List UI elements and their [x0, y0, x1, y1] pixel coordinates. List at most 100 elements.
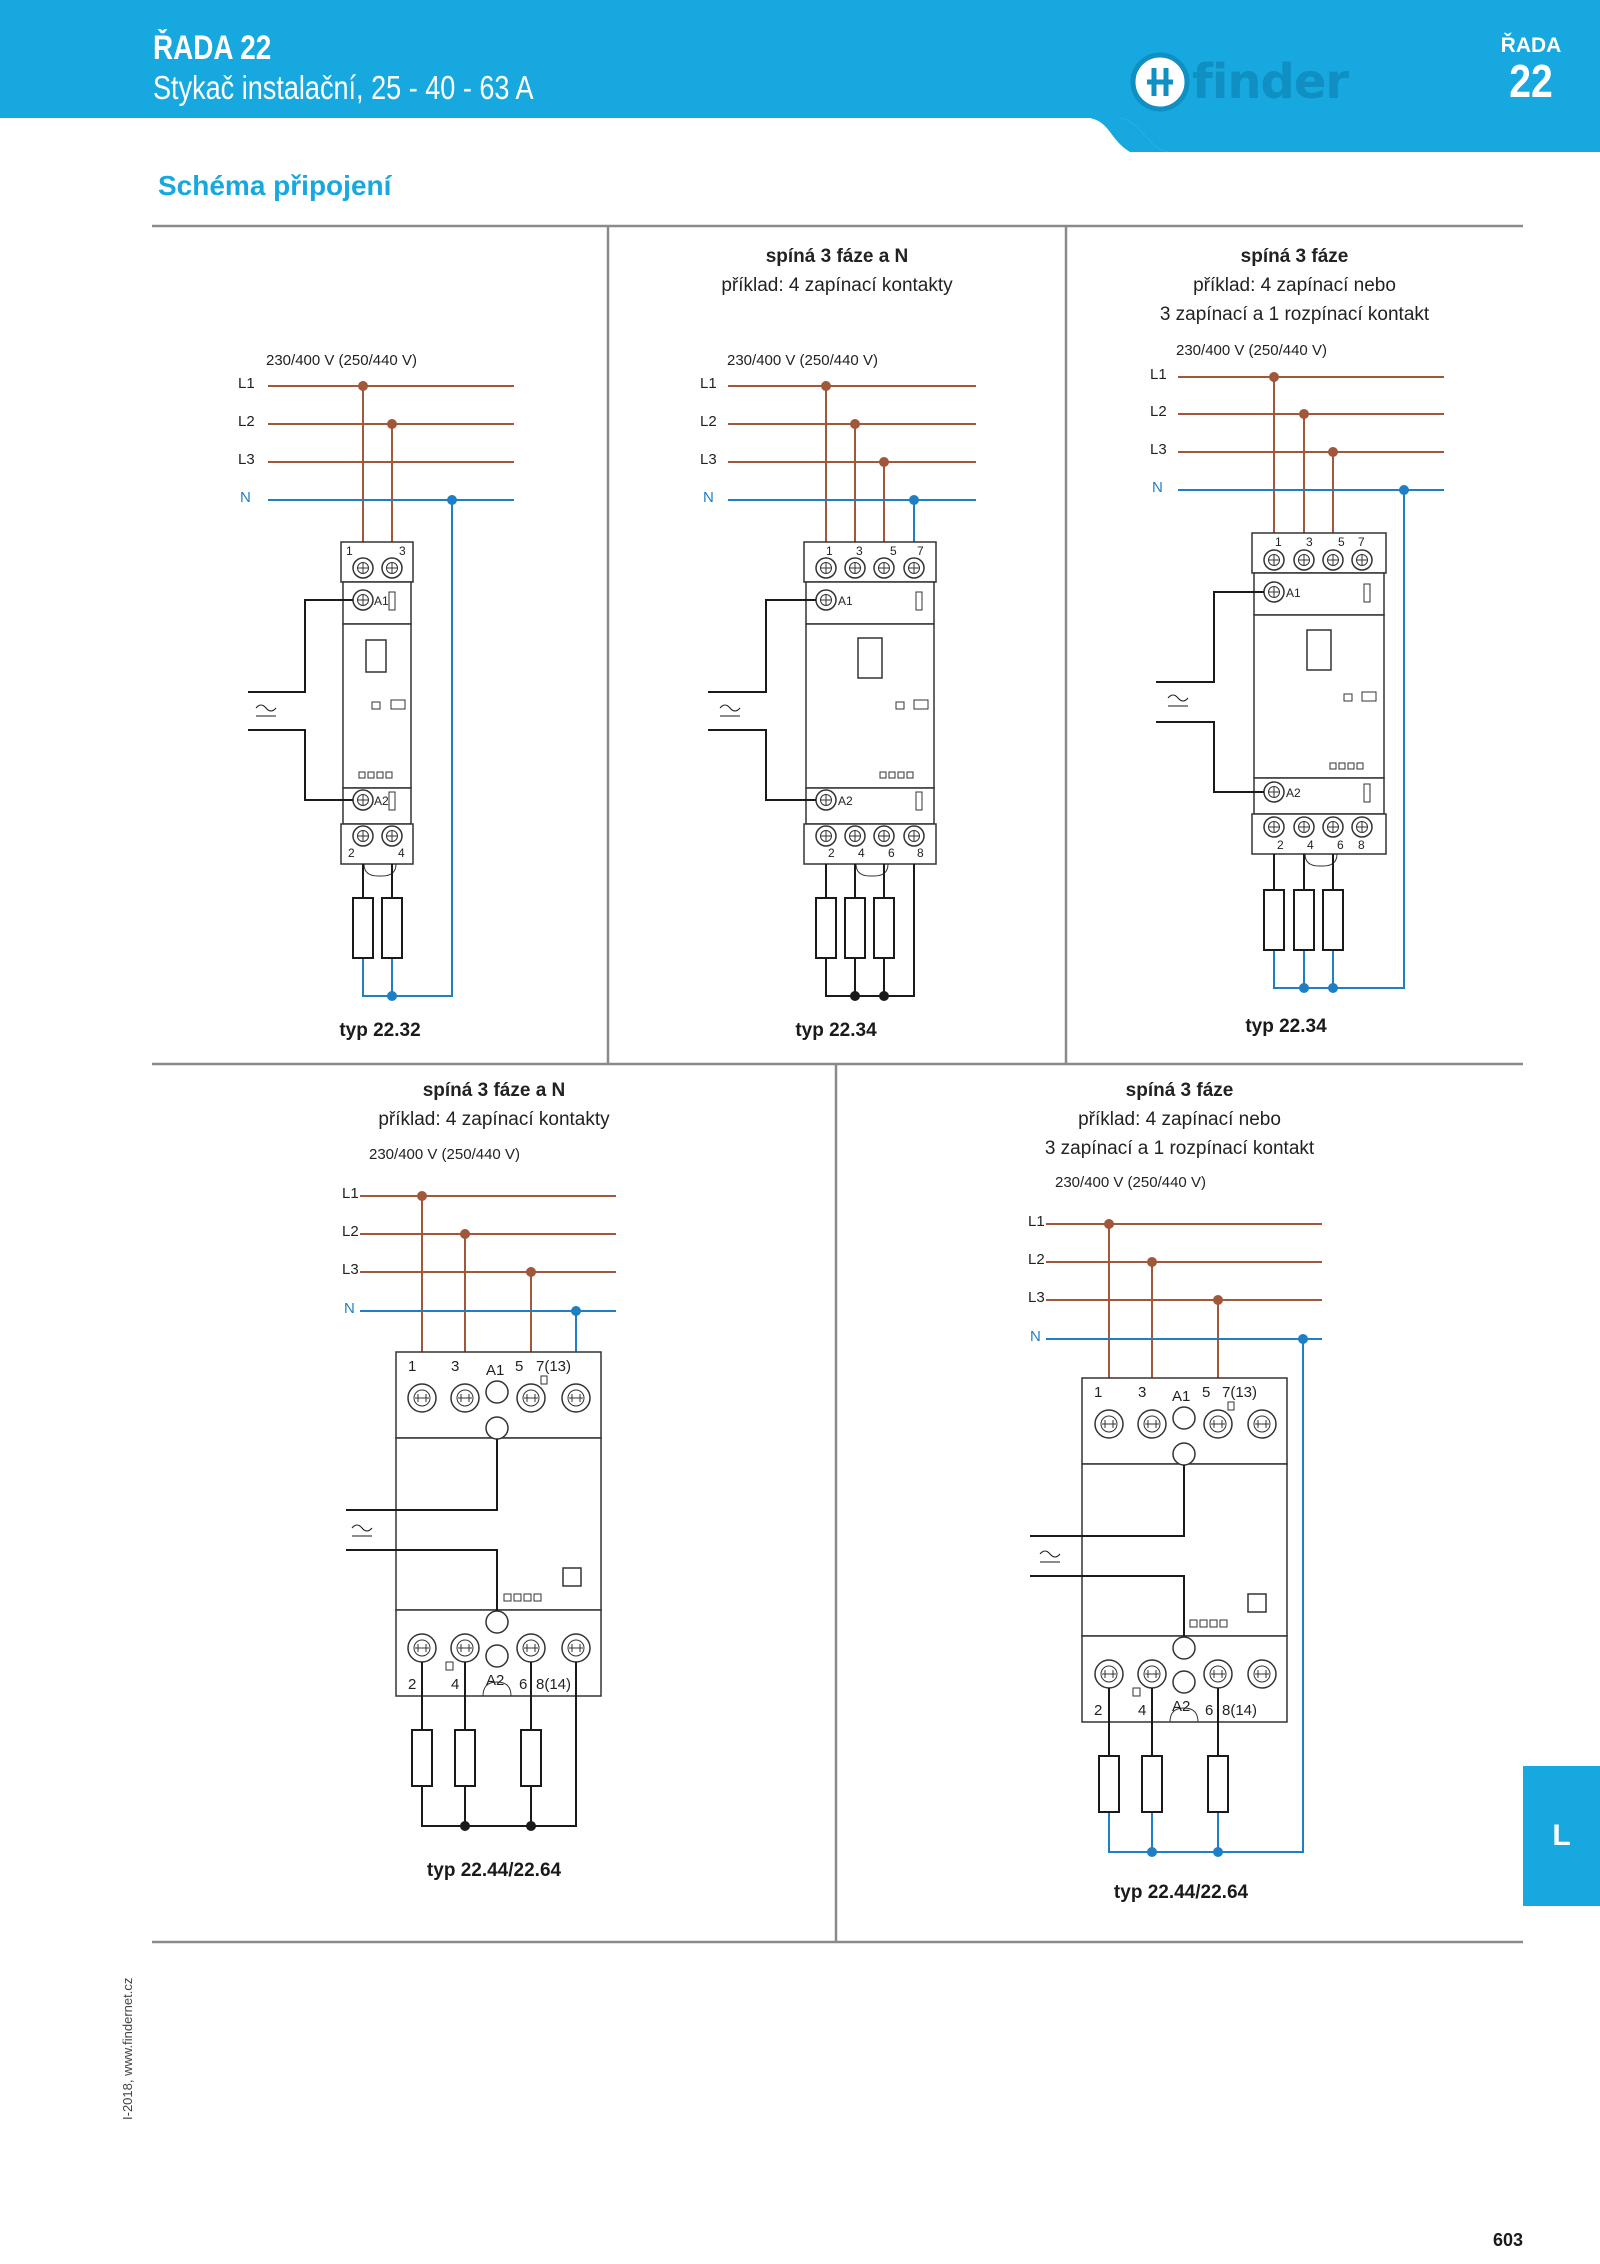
d4-caption-bold: spíná 3 fáze a N	[422, 1080, 566, 1101]
d5-term-8-14: 8(14)	[1222, 1702, 1258, 1719]
d5-label-l3: L3	[1028, 1289, 1045, 1306]
d2-term-2: 2	[828, 846, 835, 860]
series-badge-label: ŘADA	[1500, 34, 1562, 57]
d3-type: typ 22.34	[1245, 1016, 1327, 1037]
d3-label-n: N	[1152, 479, 1163, 496]
footer-source: I-2018, www.findernet.cz	[120, 1977, 135, 2120]
diagram-22-44-a	[346, 1191, 616, 1831]
d5-term-5: 5	[1202, 1384, 1211, 1401]
d2-label-l2: L2	[700, 413, 717, 430]
d2-type: typ 22.34	[795, 1020, 877, 1041]
d4-term-8-14: 8(14)	[536, 1676, 572, 1693]
section-title: Schéma připojení	[158, 170, 392, 201]
d2-term-6: 6	[888, 846, 895, 860]
d2-caption: spíná 3 fáze a N příklad: 4 zapínací kon…	[608, 242, 1066, 300]
d4-label-l3: L3	[342, 1261, 359, 1278]
d2-label-l3: L3	[700, 451, 717, 468]
d4-term-a2: A2	[486, 1672, 505, 1689]
d1-voltage: 230/400 V (250/440 V)	[266, 352, 417, 369]
d1-term-1: 1	[346, 544, 353, 558]
diagram-22-44-b	[1030, 1219, 1322, 1857]
d3-caption-line1: příklad: 4 zapínací nebo	[1193, 275, 1396, 296]
d2-term-8: 8	[917, 846, 924, 860]
side-tab-l[interactable]: L	[1523, 1766, 1600, 1906]
d5-caption-line1: příklad: 4 zapínací nebo	[1078, 1109, 1281, 1130]
d3-term-a1: A1	[1286, 586, 1301, 600]
d5-term-a1: A1	[1172, 1388, 1191, 1405]
header-band	[0, 0, 1600, 152]
d5-term-2: 2	[1094, 1702, 1103, 1719]
d2-term-3: 3	[856, 544, 863, 558]
d5-caption-bold: spíná 3 fáze	[1125, 1080, 1234, 1101]
series-badge: ŘADA 22	[1462, 0, 1600, 115]
d4-term-1: 1	[408, 1358, 417, 1375]
series-badge-number: 22	[1509, 55, 1553, 107]
d3-caption-line2: 3 zapínací a 1 rozpínací kontakt	[1159, 304, 1430, 325]
d4-term-2: 2	[408, 1676, 417, 1693]
d2-label-n: N	[703, 489, 714, 506]
d3-label-l3: L3	[1150, 441, 1167, 458]
d3-term-4: 4	[1307, 838, 1314, 852]
finder-logo: finder	[1130, 52, 1370, 118]
d5-term-a2: A2	[1172, 1698, 1191, 1715]
d5-term-7-13: 7(13)	[1222, 1384, 1258, 1401]
d1-label-l1: L1	[238, 375, 255, 392]
d4-term-6: 6	[519, 1676, 528, 1693]
d3-label-l1: L1	[1150, 366, 1167, 383]
diagram-22-34-a	[708, 381, 976, 1001]
d2-voltage: 230/400 V (250/440 V)	[727, 352, 878, 369]
d5-caption-line2: 3 zapínací a 1 rozpínací kontakt	[1044, 1138, 1315, 1159]
d4-type: typ 22.44/22.64	[426, 1860, 562, 1881]
d4-label-l1: L1	[342, 1185, 359, 1202]
d5-voltage: 230/400 V (250/440 V)	[1055, 1174, 1206, 1191]
d3-term-2: 2	[1277, 838, 1284, 852]
d3-term-5: 5	[1338, 535, 1345, 549]
diagram-22-32	[248, 381, 514, 1001]
header-title: ŘADA 22 Stykač instalační, 25 - 40 - 63 …	[153, 28, 617, 108]
series-title: ŘADA 22	[153, 29, 272, 67]
d5-term-1: 1	[1094, 1384, 1103, 1401]
d2-term-a1: A1	[838, 594, 853, 608]
diagram-22-34-b	[1156, 372, 1444, 993]
d5-term-4: 4	[1138, 1702, 1147, 1719]
d1-label-l3: L3	[238, 451, 255, 468]
d2-term-1: 1	[826, 544, 833, 558]
d4-term-3: 3	[451, 1358, 460, 1375]
d3-term-1: 1	[1275, 535, 1282, 549]
d1-label-l2: L2	[238, 413, 255, 430]
d3-term-a2: A2	[1286, 786, 1301, 800]
d5-label-l2: L2	[1028, 1251, 1045, 1268]
page-number: 603	[1493, 2230, 1524, 2250]
d5-caption: spíná 3 fáze příklad: 4 zapínací nebo 3 …	[836, 1076, 1523, 1163]
d1-term-4: 4	[398, 846, 405, 860]
d2-caption-bold: spíná 3 fáze a N	[765, 246, 909, 267]
d2-term-a2: A2	[838, 794, 853, 808]
d1-term-3: 3	[399, 544, 406, 558]
d3-term-6: 6	[1337, 838, 1344, 852]
d4-label-n: N	[344, 1300, 355, 1317]
d3-voltage: 230/400 V (250/440 V)	[1176, 342, 1327, 359]
logo-text: finder	[1192, 54, 1349, 110]
d5-label-l1: L1	[1028, 1213, 1045, 1230]
d4-caption: spíná 3 fáze a N příklad: 4 zapínací kon…	[152, 1076, 836, 1134]
d1-term-2: 2	[348, 846, 355, 860]
d2-term-5: 5	[890, 544, 897, 558]
d3-term-8: 8	[1358, 838, 1365, 852]
d3-label-l2: L2	[1150, 403, 1167, 420]
d1-term-a1: A1	[374, 594, 389, 608]
d1-term-a2: A2	[374, 794, 389, 808]
d5-type: typ 22.44/22.64	[1113, 1882, 1249, 1903]
d4-label-l2: L2	[342, 1223, 359, 1240]
d3-term-7: 7	[1358, 535, 1365, 549]
d3-term-3: 3	[1306, 535, 1313, 549]
d2-label-l1: L1	[700, 375, 717, 392]
d3-caption-bold: spíná 3 fáze	[1240, 246, 1349, 267]
frame-rules	[152, 224, 1523, 1944]
d2-term-7: 7	[917, 544, 924, 558]
d4-term-5: 5	[515, 1358, 524, 1375]
d5-term-6: 6	[1205, 1702, 1214, 1719]
d3-caption: spíná 3 fáze příklad: 4 zapínací nebo 3 …	[1066, 242, 1523, 329]
d4-caption-text: příklad: 4 zapínací kontakty	[378, 1109, 610, 1130]
d4-term-7-13: 7(13)	[536, 1358, 572, 1375]
